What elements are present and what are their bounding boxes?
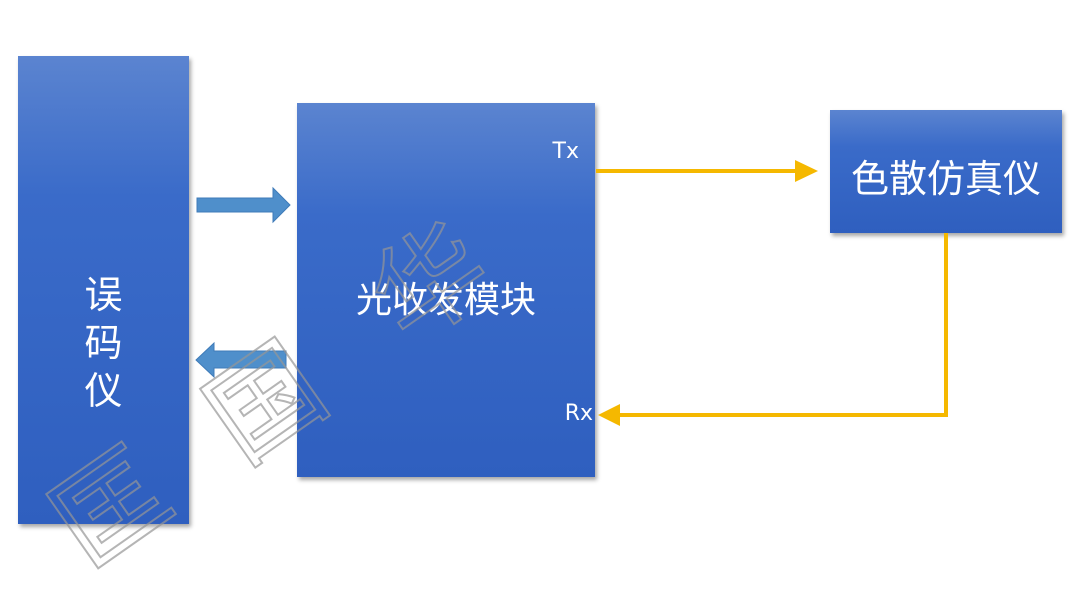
bert-block: 误码仪: [18, 56, 189, 524]
arrow-left-to-bert: [195, 341, 287, 379]
transceiver-label: 光收发模块: [355, 280, 536, 321]
arrow-right-to-transceiver: [196, 186, 291, 224]
rx-fiber-line: [616, 233, 948, 417]
tx-port-label: Tx: [552, 139, 579, 164]
rx-port-label: Rx: [564, 401, 593, 426]
transceiver-block: 光收发模块 Tx Rx: [297, 103, 595, 477]
tx-fiber-arrowhead: [795, 160, 818, 182]
bert-label: 误码仪: [84, 273, 123, 413]
dispersion-emulator-label: 色散仿真仪: [850, 157, 1041, 201]
rx-fiber-arrowhead: [598, 404, 620, 426]
dispersion-emulator-block: 色散仿真仪: [830, 110, 1062, 233]
